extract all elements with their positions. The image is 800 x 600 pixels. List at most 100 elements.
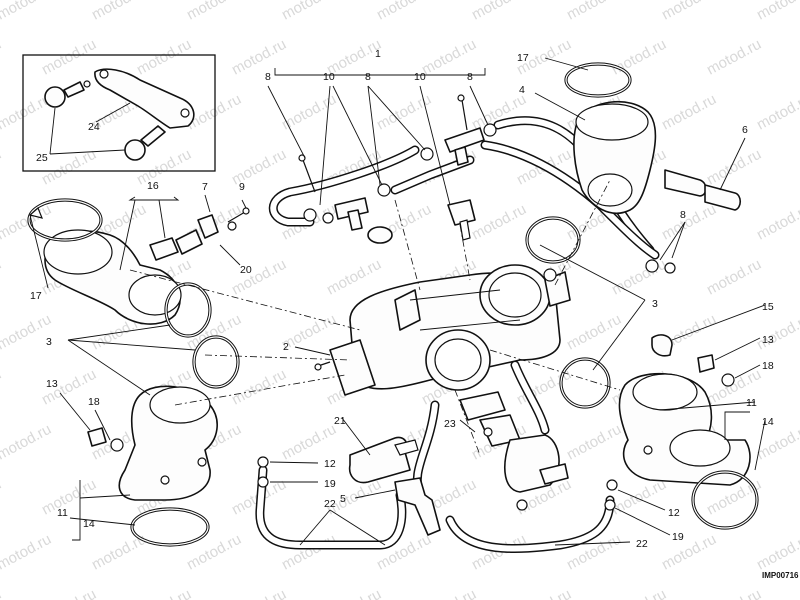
bolt-13-right (697, 354, 735, 387)
callout-18-right: 18 (762, 360, 774, 372)
o-ring-14-left (130, 507, 210, 547)
sensor-21 (348, 436, 419, 484)
watermark-text: motod.ru (659, 0, 719, 24)
callout-labels: 1 2 3 3 4 5 6 7 8 8 8 8 9 10 10 11 11 12… (30, 48, 774, 550)
watermark-text: motod.ru (279, 91, 339, 134)
watermark-text: motod.ru (754, 0, 800, 24)
watermark-text: motod.ru (184, 531, 244, 574)
fitting-5 (394, 477, 441, 536)
watermark-text: motod.ru (469, 201, 529, 244)
ball-stud-upper (44, 80, 91, 108)
callout-7: 7 (202, 181, 208, 193)
watermark-text: motod.ru (89, 0, 149, 24)
watermark-text: motod.ru (39, 586, 99, 600)
callout-6: 6 (742, 124, 748, 136)
watermark-text: motod.ru (469, 0, 529, 24)
watermark-text: motod.ru (609, 36, 669, 79)
watermark-text: motod.ru (229, 146, 289, 189)
watermark-text: motod.ru (564, 311, 624, 354)
clamp-band-17-left (27, 198, 103, 242)
hose-clamps-small (303, 123, 676, 274)
watermark-text: motod.ru (419, 586, 479, 600)
watermark-text: motod.ru (279, 0, 339, 24)
watermark-text: motod.ru (0, 0, 54, 24)
watermark-text: motod.ru (754, 91, 800, 134)
callout-12-left: 12 (324, 458, 336, 470)
callout-14-left: 14 (83, 518, 95, 530)
sensor-bracket-7-9-20 (149, 207, 250, 261)
watermark-text: motod.ru (279, 531, 339, 574)
intake-elbow-left-lower (118, 385, 218, 501)
bolt-13-left (87, 427, 124, 452)
inset-box (22, 54, 216, 172)
callout-8c: 8 (467, 71, 473, 83)
watermark-text: motod.ru (754, 311, 800, 354)
watermark-text: motod.ru (184, 0, 244, 24)
assembly-centerlines (129, 179, 621, 456)
watermark-text: motod.ru (659, 91, 719, 134)
idle-valve-23 (459, 391, 569, 511)
callout-8b: 8 (365, 71, 371, 83)
watermark-text: motod.ru (374, 0, 434, 24)
tee-fitting-right (444, 127, 485, 166)
watermark-text: motod.ru (324, 586, 384, 600)
watermark-text: motod.ru (229, 256, 289, 299)
callout-5: 5 (340, 493, 346, 505)
cap-15 (651, 334, 673, 357)
callout-3-left: 3 (46, 336, 52, 348)
callout-16: 16 (147, 180, 159, 192)
watermark-text: motod.ru (134, 586, 194, 600)
callout-19-right: 19 (672, 531, 684, 543)
watermark-text: motod.ru (659, 201, 719, 244)
callout-13-left: 13 (46, 378, 58, 390)
clamp-ring-3-right-lower (559, 357, 611, 409)
watermark-text: motod.ru (564, 421, 624, 464)
intake-duct-right-upper (573, 100, 657, 215)
watermark-text: motod.ru (0, 256, 4, 299)
watermark-text: motod.ru (704, 36, 764, 79)
callout-23: 23 (444, 418, 456, 430)
watermark-text: motod.ru (564, 0, 624, 24)
callout-8d: 8 (680, 209, 686, 221)
watermark-text: motod.ru (704, 256, 764, 299)
callout-22-left: 22 (324, 498, 336, 510)
callout-17-left: 17 (30, 290, 42, 302)
injector-fitting (447, 199, 476, 241)
watermark-text: motod.ru (0, 476, 4, 519)
watermark-text: motod.ru (0, 36, 4, 79)
callout-25: 25 (36, 152, 48, 164)
callout-10a: 10 (323, 71, 335, 83)
callout-15: 15 (762, 301, 774, 313)
leader-lines (29, 57, 766, 546)
watermark-text: motod.ru (514, 586, 574, 600)
watermark-text: motod.ru (229, 36, 289, 79)
callout-14-right: 14 (762, 416, 774, 428)
clamp-rings-3-left (164, 282, 240, 389)
callout-24: 24 (88, 121, 100, 133)
watermark-text: motod.ru (609, 256, 669, 299)
callout-22-right: 22 (636, 538, 648, 550)
watermark-text: motod.ru (0, 421, 54, 464)
callout-17-right: 17 (517, 52, 529, 64)
callout-3-right: 3 (652, 298, 658, 310)
throttle-body (329, 264, 571, 396)
callout-2: 2 (283, 341, 289, 353)
watermark-text: motod.ru (229, 586, 289, 600)
tee-fitting-left (334, 197, 393, 244)
watermark-text: motod.ru (754, 201, 800, 244)
watermark-text: motod.ru (0, 531, 54, 574)
callout-10b: 10 (414, 71, 426, 83)
callout-1: 1 (375, 48, 381, 60)
callout-19-left: 19 (324, 478, 336, 490)
callout-4: 4 (519, 84, 525, 96)
callout-18-left: 18 (88, 396, 100, 408)
watermark-text: motod.ru (704, 146, 764, 189)
watermark-text: motod.ru (324, 256, 384, 299)
callout-13-right: 13 (762, 334, 774, 346)
ball-stud-lower (124, 125, 166, 161)
watermark-text: motod.ru (134, 36, 194, 79)
watermark-text: motod.ru (0, 586, 4, 600)
intake-elbow-right-lower (618, 372, 751, 486)
